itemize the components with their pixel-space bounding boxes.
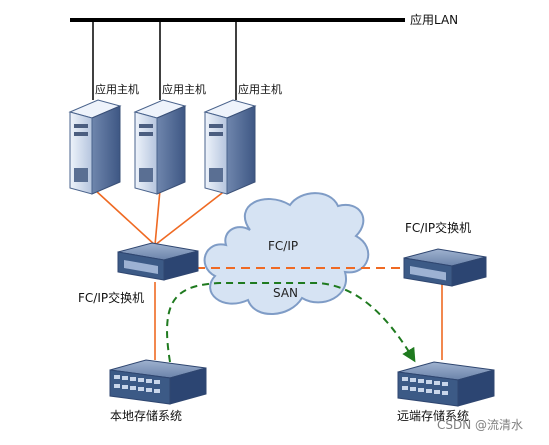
cloud-label-fcip: FC/IP xyxy=(268,239,299,253)
host-server-3 xyxy=(203,99,257,195)
local-switch-label: FC/IP交换机 xyxy=(78,291,145,305)
link-host3-switch xyxy=(154,189,227,246)
host-label-2: 应用主机 xyxy=(162,83,206,96)
remote-fcip-switch xyxy=(403,248,487,287)
host-label-3: 应用主机 xyxy=(238,83,282,96)
link-host2-switch xyxy=(154,189,161,246)
host-server-1 xyxy=(68,99,122,195)
link-host1-switch xyxy=(94,189,156,246)
remote-switch-label: FC/IP交换机 xyxy=(405,221,472,235)
remote-storage-array xyxy=(397,361,495,407)
lan-label: 应用LAN xyxy=(410,13,459,27)
host-label-1: 应用主机 xyxy=(95,83,139,96)
watermark-text: CSDN @流清水 xyxy=(437,418,524,432)
local-fcip-switch xyxy=(117,242,199,281)
local-storage-label: 本地存储系统 xyxy=(110,409,183,423)
replication-arrow xyxy=(166,282,416,363)
cloud-label-san: SAN xyxy=(273,286,299,300)
remote-storage-label: 远端存储系统 xyxy=(397,409,470,423)
local-storage-array xyxy=(109,359,207,405)
host-server-2 xyxy=(133,99,187,195)
